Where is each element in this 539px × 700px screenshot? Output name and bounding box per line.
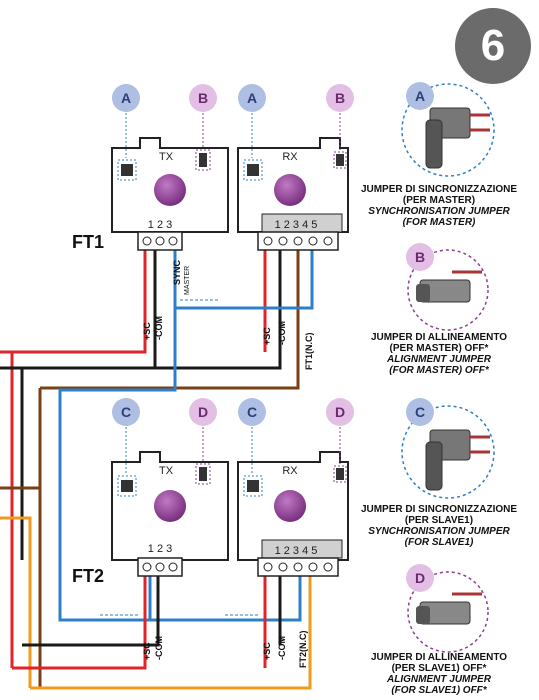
jumper-d-caption: JUMPER DI ALLINEAMENTO (PER SLAVE1) OFF*…: [344, 652, 534, 696]
ft2-rx-title: RX: [282, 465, 298, 477]
ft1-rx-board: [237, 137, 349, 251]
ft1-rx-marker-b: [326, 84, 354, 112]
jumper-b-illustration: [406, 243, 489, 331]
ft1-tx-marker-a-label: A: [121, 90, 131, 106]
ft2-tx-marker-c-label: C: [121, 404, 131, 420]
jumper-c-marker-label: C: [415, 404, 425, 420]
ft2-tx-board: [111, 451, 229, 577]
bus-black-ft1: [0, 232, 157, 370]
ft2-tx-com-label: -COM: [154, 636, 164, 660]
ft1-tx-marker-b: [189, 84, 217, 112]
jumper-b-caption-line3: ALIGNMENT JUMPER: [387, 354, 491, 365]
board-markers: [112, 84, 354, 474]
ft1-rx-marker-a-label: A: [247, 90, 257, 106]
ft1-label: FT1: [72, 232, 104, 252]
jumper-a-caption-line2: (PER MASTER): [402, 195, 476, 206]
jumper-c-caption: JUMPER DI SINCRONIZZAZIONE (PER SLAVE1) …: [344, 504, 534, 548]
signal-arrows: [100, 299, 260, 616]
jumper-b-caption-line2: (PER MASTER) OFF*: [389, 343, 489, 354]
jumper-b-marker-label: B: [415, 249, 425, 265]
jumper-a-caption-line3: SYNCHRONISATION JUMPER: [368, 206, 510, 217]
ft1-tx-board: [111, 137, 229, 251]
jumper-d-caption-line4: (FOR SLAVE1) OFF*: [391, 685, 487, 696]
step-number-badge: 6: [455, 8, 531, 84]
jumper-c-illustration: [401, 398, 495, 499]
jumper-b-caption-line4: (FOR MASTER) OFF*: [389, 365, 489, 376]
ft1-tx-sc-label: +SC: [142, 322, 152, 340]
ft2-tx-sc-label: +SC: [142, 642, 152, 660]
ft1-tx-title: TX: [159, 151, 174, 163]
ft1-rx-nc-label: FT1(N.C): [304, 333, 314, 371]
jumper-c-caption-line4: (FOR SLAVE1): [404, 537, 474, 548]
ft1-tx-marker-a: [112, 84, 140, 112]
ft2-rx-marker-c: [238, 398, 266, 426]
jumper-d-marker-label: D: [415, 570, 425, 586]
ft1-sync-label: SYNC: [172, 259, 182, 285]
ft2-tx-marker-d-label: D: [198, 404, 208, 420]
jumper-d-caption-line1: JUMPER DI ALLINEAMENTO: [370, 652, 508, 663]
ft2-rx-com-label: -COM: [277, 636, 287, 660]
ft2-tx-marker-d: [189, 398, 217, 426]
jumper-d-caption-line2: (PER SLAVE1) OFF*: [391, 663, 487, 674]
sync-blue-ft2-rx: [150, 560, 302, 622]
ft2-tx-marker-c: [112, 398, 140, 426]
ft2-rx-terminal-numbers: 1 2 3 4 5: [275, 545, 318, 557]
ft2-rx-sc-label: +SC: [262, 642, 272, 660]
jumper-a-caption-line1: JUMPER DI SINCRONIZZAZIONE: [360, 184, 518, 195]
jumper-c-caption-line2: (PER SLAVE1): [404, 515, 474, 526]
jumper-a-illustration: [401, 82, 495, 177]
sync-blue: [58, 308, 177, 622]
ft2-rx-orange: [30, 560, 312, 690]
ft1-rx-marker-b-label: B: [335, 90, 345, 106]
jumper-b-caption: JUMPER DI ALLINEAMENTO (PER MASTER) OFF*…: [344, 332, 534, 376]
ft2-tx-black: [22, 560, 160, 647]
ft2-tx-title: TX: [159, 465, 174, 477]
bus-orange: [0, 516, 32, 688]
ft1-rx-blue: [173, 232, 314, 310]
ft1-tx-terminal-numbers: 1 2 3: [148, 219, 172, 231]
ft1-tx-marker-b-label: B: [198, 90, 208, 106]
ft2-label: FT2: [72, 566, 104, 586]
jumper-d-illustration: [406, 564, 489, 653]
jumper-c-caption-line1: JUMPER DI SINCRONIZZAZIONE: [360, 504, 518, 515]
ft2-tx-terminal-numbers: 1 2 3: [148, 543, 172, 555]
bus-red-ft1: [0, 232, 147, 354]
ft2-rx-marker-d: [326, 398, 354, 426]
ft1-tx-com-label: -COM: [154, 316, 164, 340]
ft2-rx-board: [237, 451, 349, 577]
jumper-c-marker: [406, 398, 434, 426]
ft2-rx-nc-label: FT2(N.C): [298, 631, 308, 669]
ft1-rx-terminal-numbers: 1 2 3 4 5: [275, 219, 318, 231]
jumper-a-caption-line4: (FOR MASTER): [402, 217, 476, 228]
ft2-rx-marker-c-label: C: [247, 404, 257, 420]
ft2-tx-red: [12, 560, 147, 670]
jumper-b-caption-line1: JUMPER DI ALLINEAMENTO: [370, 332, 508, 343]
jumper-a-marker-label: A: [415, 88, 425, 104]
jumper-d-marker: [406, 564, 434, 592]
ft1-rx-sc-label: +SC: [262, 327, 272, 345]
ft1-rx-marker-a: [238, 84, 266, 112]
ft1-master-label: MASTER: [184, 266, 191, 295]
jumper-a-marker: [406, 82, 434, 110]
jumper-c-caption-line3: SYNCHRONISATION JUMPER: [368, 526, 510, 537]
ft2-rx-marker-d-label: D: [335, 404, 345, 420]
ft1-rx-com-label: -COM: [277, 321, 287, 345]
jumper-b-marker: [406, 243, 434, 271]
bus-brown: [0, 388, 42, 688]
ft1-rx-brown: [40, 232, 300, 390]
jumper-a-caption: JUMPER DI SINCRONIZZAZIONE (PER MASTER) …: [344, 184, 534, 228]
ft1-rx-black: [0, 232, 282, 370]
wiring: [0, 232, 314, 690]
ft1-rx-title: RX: [282, 151, 298, 163]
jumper-d-caption-line3: ALIGNMENT JUMPER: [387, 674, 491, 685]
